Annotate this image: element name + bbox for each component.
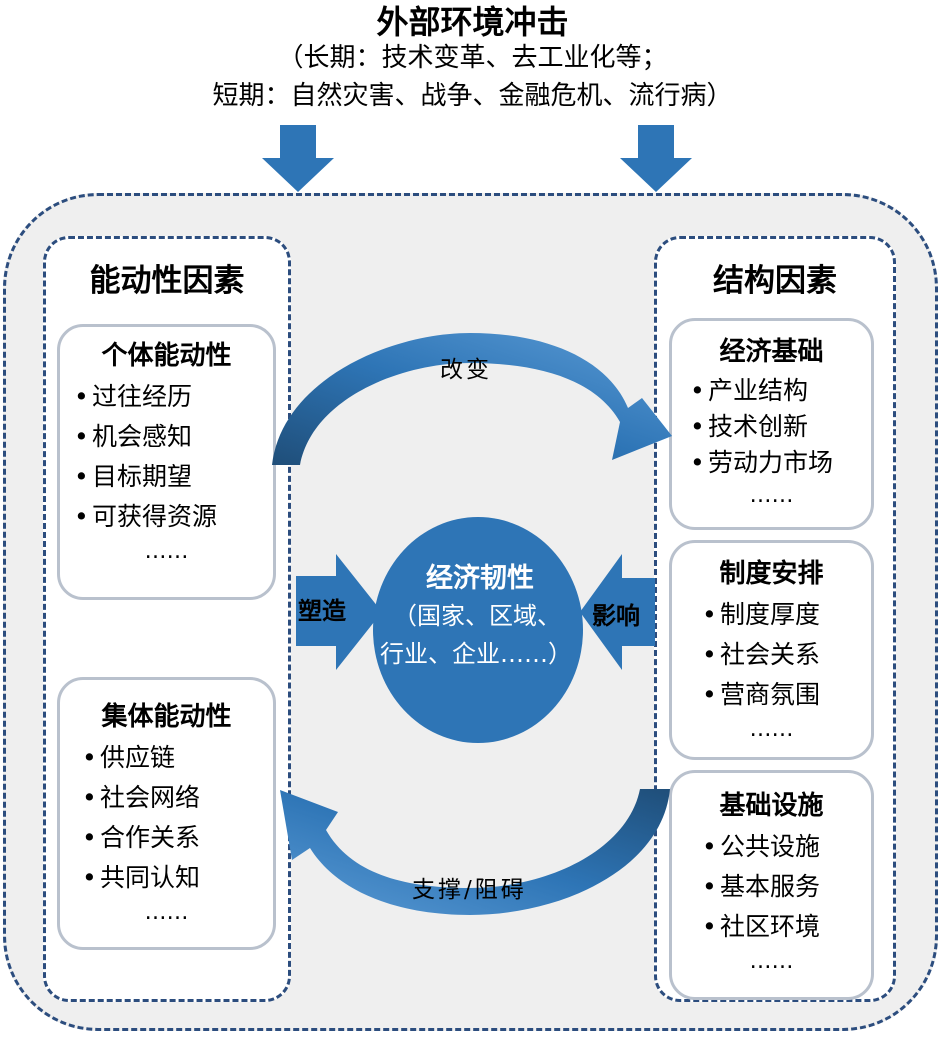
list-item: •社会关系 bbox=[702, 640, 821, 669]
card-title: 基础设施 bbox=[719, 791, 824, 821]
agency-factors-title: 能动性因素 bbox=[89, 263, 245, 299]
card-title: 制度安排 bbox=[719, 559, 824, 589]
support-hinder-label: 支撑/阻碍 bbox=[412, 877, 527, 903]
center-title: 经济韧性 bbox=[426, 563, 534, 594]
change-arrow-icon bbox=[272, 333, 672, 465]
influence-arrow-icon bbox=[580, 554, 655, 670]
list-ellipsis: …… bbox=[749, 483, 794, 508]
economic-base-card: 经济基础 •产业结构 •技术创新 •劳动力市场 …… bbox=[669, 318, 874, 530]
shock-arrow-right-icon bbox=[620, 125, 692, 192]
shock-arrows bbox=[262, 125, 692, 192]
change-label: 改变 bbox=[440, 357, 492, 383]
list-item: •过往经历 bbox=[74, 382, 193, 411]
shape-label: 塑造 bbox=[298, 597, 346, 625]
list-ellipsis: …… bbox=[144, 539, 189, 564]
influence-label: 影响 bbox=[592, 602, 640, 630]
list-item: •社区环境 bbox=[702, 912, 821, 941]
institutional-arrangement-card: 制度安排 •制度厚度 •社会关系 •营商氛围 …… bbox=[669, 540, 874, 760]
list-ellipsis: …… bbox=[144, 900, 189, 925]
card-title: 集体能动性 bbox=[101, 702, 232, 732]
infrastructure-card: 基础设施 •公共设施 •基本服务 •社区环境 …… bbox=[669, 770, 874, 1000]
individual-agency-card: 个体能动性 •过往经历 •机会感知 •目标期望 •可获得资源 …… bbox=[57, 324, 276, 600]
list-item: •目标期望 bbox=[74, 462, 193, 491]
list-item: •基本服务 bbox=[702, 872, 821, 901]
list-item: •营商氛围 bbox=[702, 680, 821, 709]
list-item: •社会网络 bbox=[82, 783, 201, 812]
list-item: •技术创新 bbox=[690, 412, 809, 441]
list-item: •制度厚度 bbox=[702, 600, 821, 629]
list-item: •劳动力市场 bbox=[690, 448, 834, 477]
list-ellipsis: …… bbox=[749, 949, 794, 974]
list-item: •公共设施 bbox=[702, 832, 821, 861]
diagram-subtitle-line-2: 短期：自然灾害、战争、金融危机、流行病） bbox=[212, 81, 733, 111]
support-hinder-arrow-icon bbox=[280, 789, 670, 915]
list-item: •共同认知 bbox=[82, 863, 201, 892]
structural-factors-title: 结构因素 bbox=[713, 263, 837, 299]
list-item: •供应链 bbox=[82, 743, 176, 772]
list-item: •可获得资源 bbox=[74, 502, 218, 531]
shape-arrow-icon bbox=[296, 554, 382, 670]
shock-arrow-left-icon bbox=[262, 125, 334, 192]
list-item: •合作关系 bbox=[82, 823, 201, 852]
center-subtitle-line-2: 行业、企业……） bbox=[380, 640, 572, 668]
card-title: 个体能动性 bbox=[101, 341, 232, 371]
economic-resilience-circle bbox=[373, 517, 583, 743]
collective-agency-card: 集体能动性 •供应链 •社会网络 •合作关系 •共同认知 …… bbox=[57, 677, 276, 950]
card-title: 经济基础 bbox=[719, 337, 824, 367]
list-item: •产业结构 bbox=[690, 376, 809, 405]
center-subtitle-line-1: （国家、区域、 bbox=[393, 602, 561, 630]
list-item: •机会感知 bbox=[74, 422, 193, 451]
list-ellipsis: …… bbox=[749, 717, 794, 742]
diagram-title: 外部环境冲击 bbox=[376, 3, 569, 41]
diagram-subtitle-line-1: （长期：技术变革、去工业化等； bbox=[277, 43, 668, 73]
